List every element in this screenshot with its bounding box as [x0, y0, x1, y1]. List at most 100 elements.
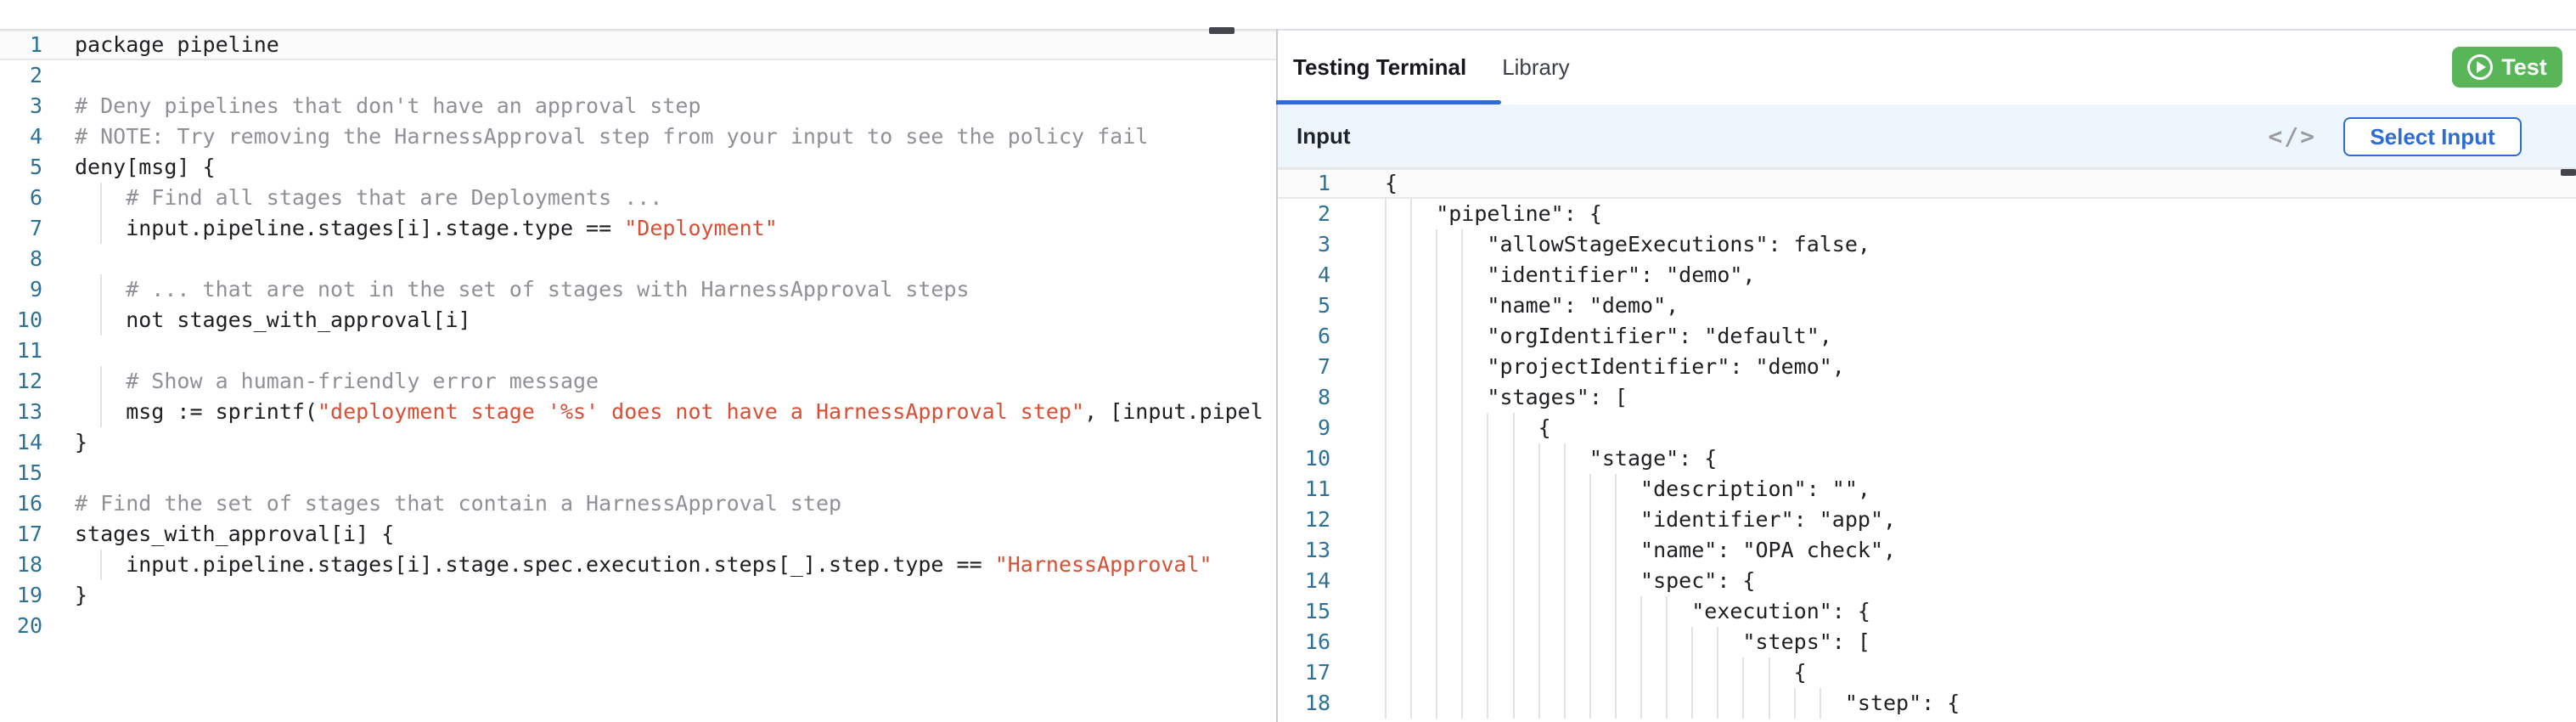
code-segment-code: { — [1385, 415, 1551, 440]
indent-guide — [1385, 199, 1386, 229]
indent-guide — [1410, 596, 1413, 627]
indent-guide — [100, 274, 103, 305]
indent-guide — [1717, 657, 1719, 688]
panel-divider[interactable] — [1276, 29, 1278, 722]
code-line: 11 "description": "", — [1278, 474, 2576, 505]
line-number: 17 — [1304, 660, 1330, 685]
indent-guide — [1385, 382, 1386, 413]
tab-testing-terminal[interactable]: Testing Terminal — [1293, 54, 1467, 80]
code-segment-comment: # Find all stages that are Deployments .… — [75, 185, 663, 210]
code-segment-comment: # Deny pipelines that don't have an appr… — [75, 93, 701, 118]
code-segment-code: } — [75, 430, 88, 454]
code-segment-code: input.pipeline.stages[i].stage.spec.exec… — [75, 552, 995, 577]
indent-guide — [1666, 688, 1668, 719]
indent-guide — [100, 183, 103, 213]
input-title: Input — [1296, 122, 1351, 149]
code-segment-comment: # ... that are not in the set of stages … — [75, 277, 970, 302]
indent-guide — [1461, 657, 1464, 688]
code-view-icon[interactable]: </> — [2268, 122, 2316, 150]
indent-guide — [1691, 688, 1694, 719]
indent-guide — [1614, 535, 1617, 566]
test-button[interactable]: Test — [2452, 47, 2562, 87]
line-number: 18 — [1304, 691, 1330, 715]
code-segment-code: "step": { — [1385, 691, 1960, 715]
indent-guide — [1410, 352, 1413, 382]
tabs-row: Testing Terminal Library — [1276, 31, 2576, 104]
code-line: 8 "stages": [ — [1278, 382, 2576, 413]
indent-guide — [1436, 535, 1438, 566]
line-number: 6 — [1317, 324, 1330, 348]
select-input-button[interactable]: Select Input — [2343, 117, 2522, 156]
indent-guide — [1666, 657, 1668, 688]
code-segment-code: "name": "demo", — [1385, 293, 1679, 318]
indent-guide — [1385, 290, 1386, 321]
code-line: 4 "identifier": "demo", — [1278, 260, 2576, 290]
code-segment-string: "Deployment" — [624, 216, 778, 240]
tab-library[interactable]: Library — [1502, 54, 1570, 80]
code-line: 10 not stages_with_approval[i] — [0, 305, 1276, 336]
indent-guide — [1385, 627, 1386, 657]
indent-guide — [1512, 657, 1515, 688]
indent-guide — [1589, 535, 1591, 566]
code-segment-code: "identifier": "demo", — [1385, 262, 1756, 287]
indent-guide — [1691, 657, 1694, 688]
indent-guide — [1512, 566, 1515, 596]
code-line: 2 "pipeline": { — [1278, 199, 2576, 229]
indent-guide — [1640, 627, 1642, 657]
indent-guide — [1563, 688, 1566, 719]
line-number: 11 — [1304, 477, 1330, 501]
indent-guide — [1538, 566, 1540, 596]
indent-guide — [1461, 260, 1464, 290]
code-line: 3 "allowStageExecutions": false, — [1278, 229, 2576, 260]
code-line: 9 # ... that are not in the set of stage… — [0, 274, 1276, 305]
collapse-handle-icon[interactable] — [1209, 27, 1235, 34]
indent-guide — [1563, 474, 1566, 505]
indent-guide — [1410, 321, 1413, 352]
indent-guide — [1436, 260, 1438, 290]
indent-guide — [1410, 290, 1413, 321]
indent-guide — [1538, 596, 1540, 627]
indent-guide — [1487, 596, 1489, 627]
indent-guide — [1512, 596, 1515, 627]
indent-guide — [1742, 657, 1745, 688]
indent-guide — [1742, 688, 1745, 719]
collapse-handle-icon[interactable] — [2561, 169, 2576, 176]
line-number: 20 — [16, 613, 42, 638]
code-segment-code: not stages_with_approval[i] — [75, 307, 471, 332]
line-number: 9 — [29, 277, 42, 302]
indent-guide — [1614, 657, 1617, 688]
line-number: 10 — [16, 307, 42, 332]
indent-guide — [1487, 566, 1489, 596]
indent-guide — [1512, 688, 1515, 719]
indent-guide — [1563, 596, 1566, 627]
line-number: 16 — [16, 491, 42, 516]
indent-guide — [1410, 413, 1413, 443]
line-number: 16 — [1304, 629, 1330, 654]
indent-guide — [1385, 688, 1386, 719]
indent-guide — [1793, 688, 1796, 719]
indent-guide — [1640, 596, 1642, 627]
json-input-editor[interactable]: 1{2 "pipeline": {3 "allowStageExecutions… — [1278, 168, 2576, 722]
line-number: 19 — [16, 583, 42, 607]
line-number: 15 — [16, 460, 42, 485]
indent-guide — [1410, 199, 1413, 229]
code-line: 13 "name": "OPA check", — [1278, 535, 2576, 566]
indent-guide — [1436, 443, 1438, 474]
indent-guide — [1614, 474, 1617, 505]
indent-guide — [1487, 474, 1489, 505]
line-number: 5 — [29, 155, 42, 179]
indent-guide — [1436, 413, 1438, 443]
indent-guide — [1563, 505, 1566, 535]
indent-guide — [1589, 474, 1591, 505]
indent-guide — [1410, 566, 1413, 596]
indent-guide — [1436, 474, 1438, 505]
line-number: 2 — [1317, 201, 1330, 226]
input-section-header: Input </> Select Input — [1278, 104, 2576, 168]
code-segment-code: { — [1385, 171, 1398, 195]
indent-guide — [1461, 443, 1464, 474]
indent-guide — [1385, 596, 1386, 627]
play-icon — [2467, 54, 2494, 80]
